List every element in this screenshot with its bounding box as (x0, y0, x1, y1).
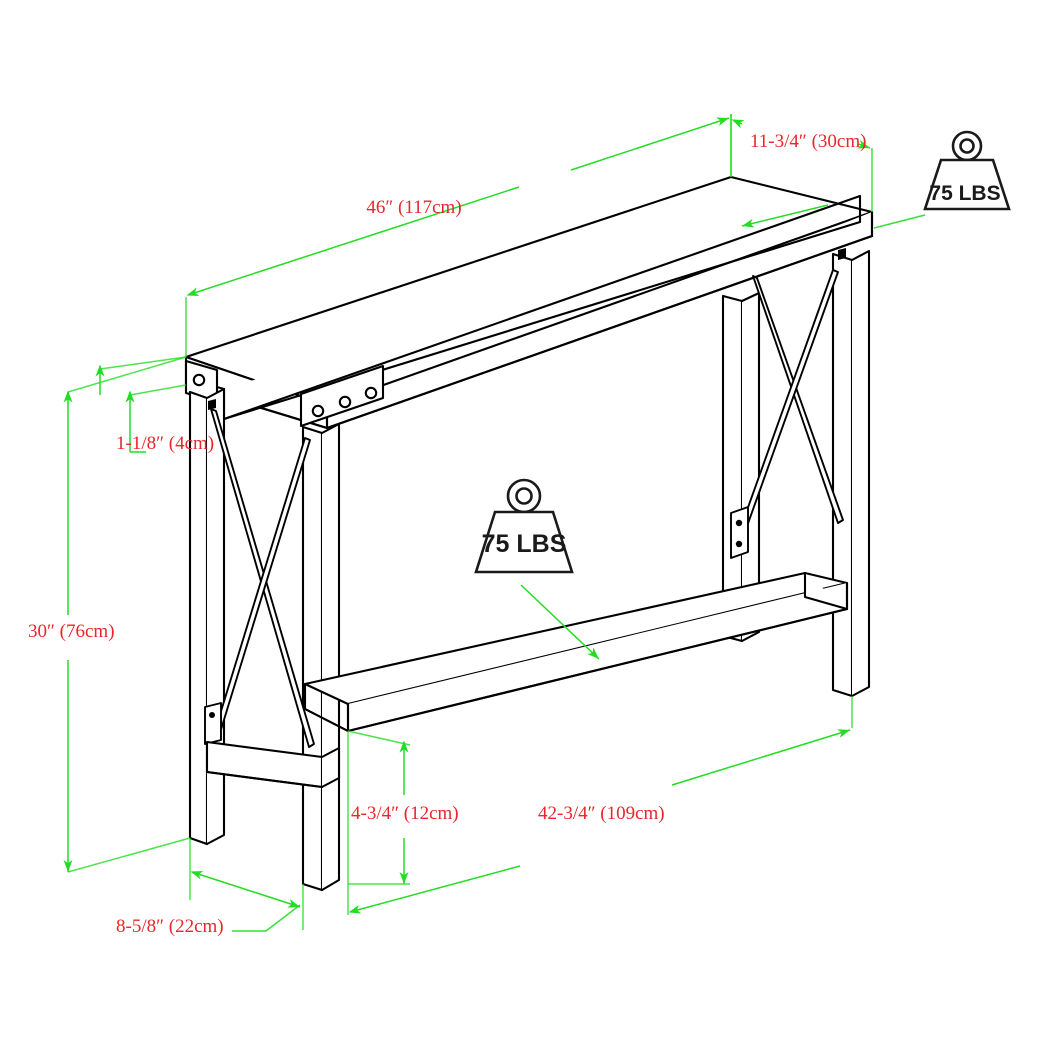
dimline-top-thickness (95, 356, 187, 453)
pointer-lower-shelf (520, 584, 600, 660)
dimension-label-overall-height: 30″ (76cm) (28, 621, 115, 642)
dimension-label-base-depth: 8-5/8″ (22cm) (116, 916, 224, 937)
pointer-table-top (741, 204, 829, 228)
dimline-shelf-clearance (347, 730, 411, 885)
weight-icon-table-top (923, 130, 1011, 211)
dimension-label-table-top-depth: 11-3/4″ (30cm) (750, 131, 866, 152)
weight-icon-lower-shelf (474, 478, 574, 574)
leg-right-front (831, 249, 871, 698)
shelf-right-return (803, 571, 849, 611)
weight-body-icon (474, 510, 574, 574)
weight-label-table-top: 75 LBS (929, 182, 1000, 205)
corner-bracket-front-left (299, 364, 385, 428)
dimline-shelf-width (347, 696, 853, 915)
dimension-label-table-top-width: 46″ (117cm) (366, 197, 461, 218)
dimline-depth-top (730, 114, 873, 212)
weight-body-icon (923, 158, 1011, 211)
weight-label-lower-shelf: 75 LBS (482, 530, 567, 558)
console-table-illustration (184, 175, 874, 892)
dimline-overall-height (63, 356, 191, 873)
stretcher-left-end (205, 740, 341, 789)
dimension-label-shelf-clearance: 4-3/4″ (12cm) (351, 803, 459, 824)
lower-shelf (303, 571, 849, 733)
dimension-label-top-thickness: 1-1/8″ (4cm) (116, 433, 214, 454)
dimline-base-depth (189, 838, 304, 932)
dimension-lines (63, 114, 926, 932)
leg-left-front (301, 422, 341, 892)
x-brace-left (204, 399, 315, 748)
leg-left-rear (188, 387, 226, 846)
dimension-label-shelf-width: 42-3/4″ (109cm) (538, 803, 665, 824)
x-brace-right (730, 248, 846, 559)
leader-weight-top (873, 214, 926, 229)
